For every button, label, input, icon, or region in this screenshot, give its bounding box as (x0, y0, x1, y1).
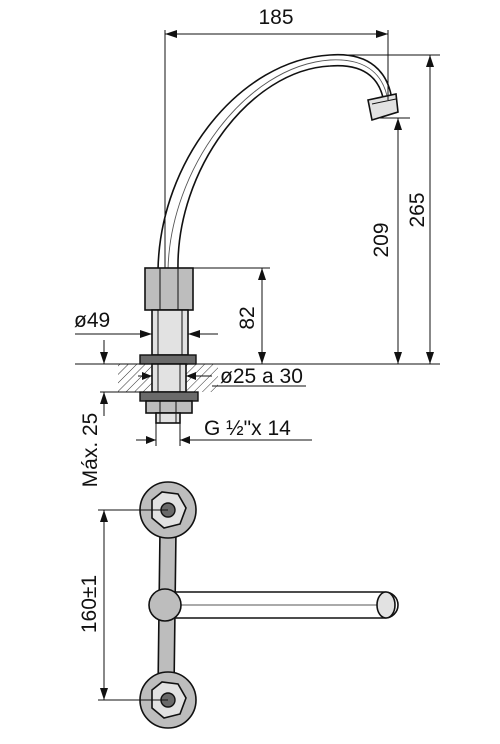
dim-label-82: 82 (236, 306, 259, 329)
dimension-spout-reach: 185 (164, 6, 389, 268)
dimension-max-thickness: Máx. 25 (79, 340, 140, 487)
dimension-total-height: 265 (330, 54, 440, 364)
dim-label-thread: G ½"x 14 (204, 417, 291, 440)
dimension-handle-spacing: 160±1 (78, 509, 168, 701)
dimension-body-diameter: ø49 (74, 309, 218, 338)
dim-label-209: 209 (370, 222, 393, 257)
dim-label-265: 265 (406, 192, 429, 227)
dimension-hole-diameter: ø25 a 30 (138, 365, 306, 388)
spout-top-view (148, 588, 399, 622)
dim-label-handle-spacing: 160±1 (78, 575, 101, 633)
countertop-section (75, 363, 440, 392)
dimension-thread: G ½"x 14 (136, 417, 312, 446)
dim-label-body-diameter: ø49 (74, 309, 110, 332)
dim-label-185: 185 (258, 6, 293, 29)
faucet-body (139, 267, 199, 424)
dim-label-max-thickness: Máx. 25 (79, 413, 102, 488)
top-plan-view: 160±1 (78, 481, 399, 729)
side-elevation-view: 185 265 209 82 (74, 6, 440, 487)
dimension-body-height: 82 (193, 267, 270, 364)
dimension-spout-height: 209 (370, 117, 410, 364)
spout (157, 53, 399, 271)
dim-label-hole-diameter: ø25 a 30 (220, 365, 303, 388)
